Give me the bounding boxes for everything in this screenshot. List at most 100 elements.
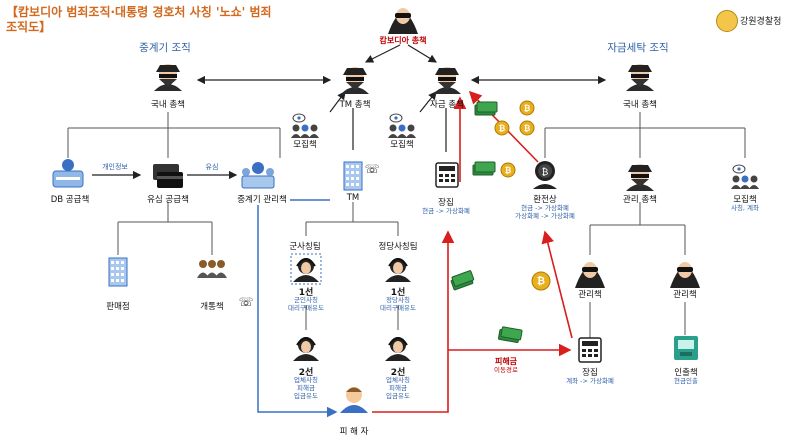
label-tm-boss: TM 총책 bbox=[339, 100, 371, 110]
label-ledger1: 장집 bbox=[438, 198, 454, 208]
relay-line bbox=[257, 199, 338, 418]
label-line1-left: 1선 bbox=[298, 288, 314, 298]
label-ledger2: 장집 bbox=[582, 368, 598, 378]
cash-icon-flow bbox=[497, 326, 523, 344]
usim-supplier-card-icon bbox=[153, 164, 183, 188]
cash-icon-mid bbox=[450, 270, 475, 291]
bitcoin-icon-fund-1: ₿ bbox=[519, 100, 535, 116]
label-line1-right: 1선 bbox=[390, 288, 406, 298]
label-fund-boss: 자금 총책 bbox=[430, 100, 464, 110]
command-arrows bbox=[92, 44, 607, 180]
note-recruiter-right: 사칭, 계좌 bbox=[730, 204, 760, 212]
tm-phone-icon: ☏ bbox=[364, 162, 379, 176]
victim-call-phone-icon: ☏ bbox=[238, 295, 253, 309]
ledger2-register-icon bbox=[578, 337, 602, 363]
section-broker-org: 중계기 조직 bbox=[139, 42, 191, 54]
manager-boss-hacker-icon bbox=[626, 164, 654, 191]
label-broker-domestic-boss: 국내 총책 bbox=[151, 100, 185, 110]
label-relay-manager: 중계기 관리책 bbox=[237, 195, 287, 205]
note-line1-right-1: 정당사칭 bbox=[386, 296, 410, 304]
edge-label-personal-info: 개인정보 bbox=[102, 163, 128, 171]
cambodia-boss-hacker-icon bbox=[388, 8, 418, 34]
victim-person-icon bbox=[340, 387, 368, 413]
db-supplier-database-icon bbox=[52, 159, 84, 188]
label-usim-supplier: 유심 공급책 bbox=[147, 195, 189, 205]
money-flow-arrows bbox=[372, 90, 573, 413]
opener-group-icon bbox=[197, 260, 227, 278]
label-db-supplier: DB 공급책 bbox=[50, 195, 90, 205]
cash-icon-fund-1 bbox=[474, 101, 498, 116]
note-line2-left-1: 업체사칭 bbox=[294, 376, 318, 384]
svg-text:₿: ₿ bbox=[524, 124, 531, 133]
label-manager-boss: 관리 총책 bbox=[623, 195, 657, 205]
label-withdrawer: 인출책 bbox=[674, 368, 698, 378]
note-exchanger-2: 가상화폐 -> 가상화폐 bbox=[515, 212, 575, 220]
recruiter-tm-group-icon bbox=[291, 113, 319, 138]
police-logo: 강원경찰청 bbox=[716, 10, 796, 32]
svg-text:₿: ₿ bbox=[524, 104, 531, 113]
label-line2-right: 2선 bbox=[390, 368, 406, 378]
note-line1-left-2: 대리구매유도 bbox=[288, 304, 324, 312]
label-opener: 개통책 bbox=[200, 302, 224, 312]
line2-left-operator-icon bbox=[293, 337, 319, 361]
label-sales-shop: 판매점 bbox=[106, 302, 130, 312]
note-line2-right-2: 피해금 bbox=[389, 384, 407, 392]
bitcoin-icon-fund-3: ₿ bbox=[519, 120, 535, 136]
note-line1-right-2: 대리구매유도 bbox=[380, 304, 416, 312]
bitcoin-icon-fund-2: ₿ bbox=[494, 120, 510, 136]
recruiter-fund-group-icon bbox=[388, 113, 416, 138]
note-ledger2: 계좌 -> 가상화폐 bbox=[566, 377, 614, 385]
svg-text:☏: ☏ bbox=[238, 295, 253, 309]
label-damage-flow: 피해금 bbox=[494, 357, 518, 366]
note-ledger1: 현금 -> 가상화폐 bbox=[422, 207, 470, 215]
label-military-team: 군사칭팀 bbox=[289, 242, 321, 252]
tm-building-icon bbox=[343, 161, 363, 191]
note-line2-left-2: 피해금 bbox=[297, 384, 315, 392]
label-manager1: 관리책 bbox=[578, 290, 602, 300]
tm-boss-hacker-icon bbox=[341, 67, 369, 94]
section-laundering-org: 자금세탁 조직 bbox=[607, 42, 669, 54]
icon-layer: ☏ ₿ ☏ ₿ ₿ ₿ ₿ ₿ bbox=[52, 8, 759, 413]
recruiter-right-group-icon bbox=[731, 164, 759, 189]
label-cambodia-boss: 캄보디아 총책 bbox=[379, 36, 427, 45]
note-exchanger-1: 현금 -> 가상화폐 bbox=[521, 204, 569, 212]
label-manager2: 관리책 bbox=[673, 290, 697, 300]
note-withdrawer: 현금인출 bbox=[674, 377, 698, 385]
label-victim: 피 해 자 bbox=[339, 427, 369, 437]
label-recruiter-tm: 모집책 bbox=[293, 140, 317, 150]
svg-text:₿: ₿ bbox=[537, 275, 545, 287]
withdrawer-atm-icon bbox=[674, 336, 698, 360]
diagram-title: 【캄보디아 범죄조직·대통령 경호처 사칭 '노쇼' 범죄 조직도】 bbox=[6, 5, 272, 34]
label-line2-left: 2선 bbox=[298, 368, 314, 378]
note-line2-right-3: 입금유도 bbox=[386, 392, 410, 400]
bitcoin-icon-ledger: ₿ bbox=[500, 162, 516, 178]
cash-icon-ledger bbox=[472, 161, 496, 176]
line2-right-operator-icon bbox=[385, 337, 411, 361]
label-damage-flow-2: 이동경로 bbox=[494, 366, 518, 374]
manager1-hacker-icon bbox=[575, 262, 605, 288]
ledger1-register-icon bbox=[435, 162, 459, 188]
label-tm: TM bbox=[346, 193, 360, 203]
hierarchy-lines bbox=[67, 112, 746, 338]
sales-shop-building-icon bbox=[108, 257, 128, 287]
svg-text:₿: ₿ bbox=[505, 166, 512, 175]
laundering-boss-hacker-icon bbox=[626, 64, 654, 91]
note-line1-left-1: 군인사칭 bbox=[294, 296, 318, 304]
line1-left-operator-icon bbox=[290, 253, 322, 285]
note-line2-right-1: 업체사칭 bbox=[386, 376, 410, 384]
label-recruiter-fund: 모집책 bbox=[390, 140, 414, 150]
bitcoin-icon-mid: ₿ bbox=[531, 271, 551, 291]
svg-text:₿: ₿ bbox=[499, 124, 506, 133]
manager2-hacker-icon bbox=[670, 262, 700, 288]
line1-right-operator-icon bbox=[385, 258, 411, 282]
police-badge-icon bbox=[716, 10, 738, 32]
label-exchanger: 환전상 bbox=[533, 195, 557, 205]
police-name: 강원경찰청 bbox=[740, 17, 782, 27]
fund-boss-hacker-icon bbox=[433, 67, 461, 94]
exchanger-bitcoin-icon: ₿ bbox=[533, 161, 557, 189]
label-recruiter-right: 모집책 bbox=[733, 195, 757, 205]
note-line2-left-3: 입금유도 bbox=[294, 392, 318, 400]
relay-manager-group-icon bbox=[241, 162, 275, 189]
